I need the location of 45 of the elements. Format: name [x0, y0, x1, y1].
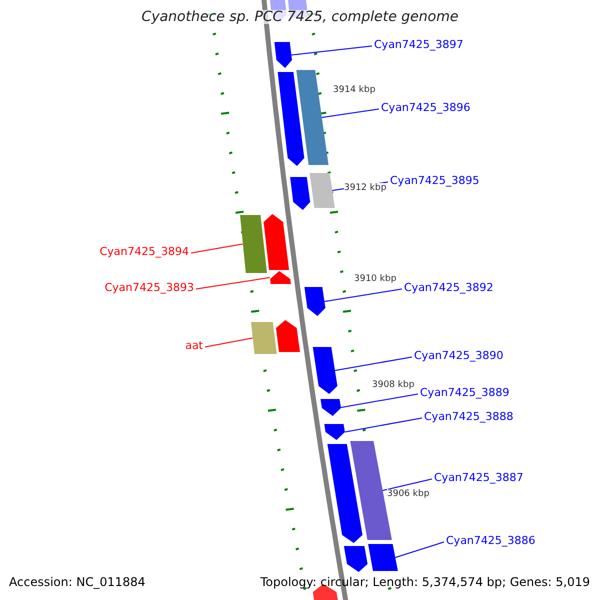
gene-block [324, 424, 345, 440]
scale-label: 3908 kbp [372, 380, 414, 390]
gene-block [276, 320, 300, 352]
gene-label: Cyan7425_3889 [420, 386, 510, 400]
gene-label: Cyan7425_3888 [424, 410, 514, 424]
genome-stats: Topology: circular; Length: 5,374,574 bp; Genes: 5,019 [260, 575, 590, 589]
scale-label: 3906 kbp [387, 489, 430, 499]
leader-line [382, 478, 432, 491]
leader-line [344, 418, 422, 432]
gene-block [240, 215, 267, 273]
gene-block [327, 444, 362, 543]
gene-block [310, 173, 335, 208]
leader-line [196, 277, 270, 290]
scale-label: 3912 kbp [344, 183, 386, 193]
leader-line [321, 108, 380, 118]
gene-label: Cyan7425_3895 [390, 174, 480, 188]
gene-label: Cyan7425_3887 [434, 471, 524, 485]
gene-label: Cyan7425_3896 [381, 101, 470, 115]
gene-label: Cyan7425_3892 [404, 281, 494, 295]
gene-label: Cyan7425_3894 [100, 245, 189, 259]
gene-block [274, 42, 292, 68]
gene-block [344, 546, 368, 572]
gene-label: Cyan7425_3886 [446, 534, 536, 548]
gene-block [278, 72, 304, 166]
gene-label: Cyan7425_3890 [414, 349, 504, 363]
leader-line [394, 542, 444, 558]
gene-block [312, 347, 338, 394]
scale-label: 3910 kbp [354, 274, 396, 284]
gene-block [304, 287, 326, 316]
gene-block [290, 177, 310, 210]
genome-title: Cyanothece sp. PCC 7425, complete genome [140, 10, 460, 24]
accession-text: Accession: NC_011884 [9, 575, 146, 589]
gene-block [320, 399, 341, 416]
gene-block [368, 544, 398, 571]
leader-line [340, 394, 418, 408]
gene-label: aat [185, 339, 203, 353]
gene-block [251, 322, 277, 354]
leader-line [204, 338, 254, 348]
gene-block [296, 70, 328, 165]
leader-line [290, 46, 372, 56]
leader-line [334, 356, 412, 371]
gene-label: Cyan7425_3893 [104, 281, 194, 295]
gene-label: Cyan7425_3897 [374, 38, 464, 52]
leader-line [324, 288, 402, 302]
leader-line [190, 244, 244, 254]
